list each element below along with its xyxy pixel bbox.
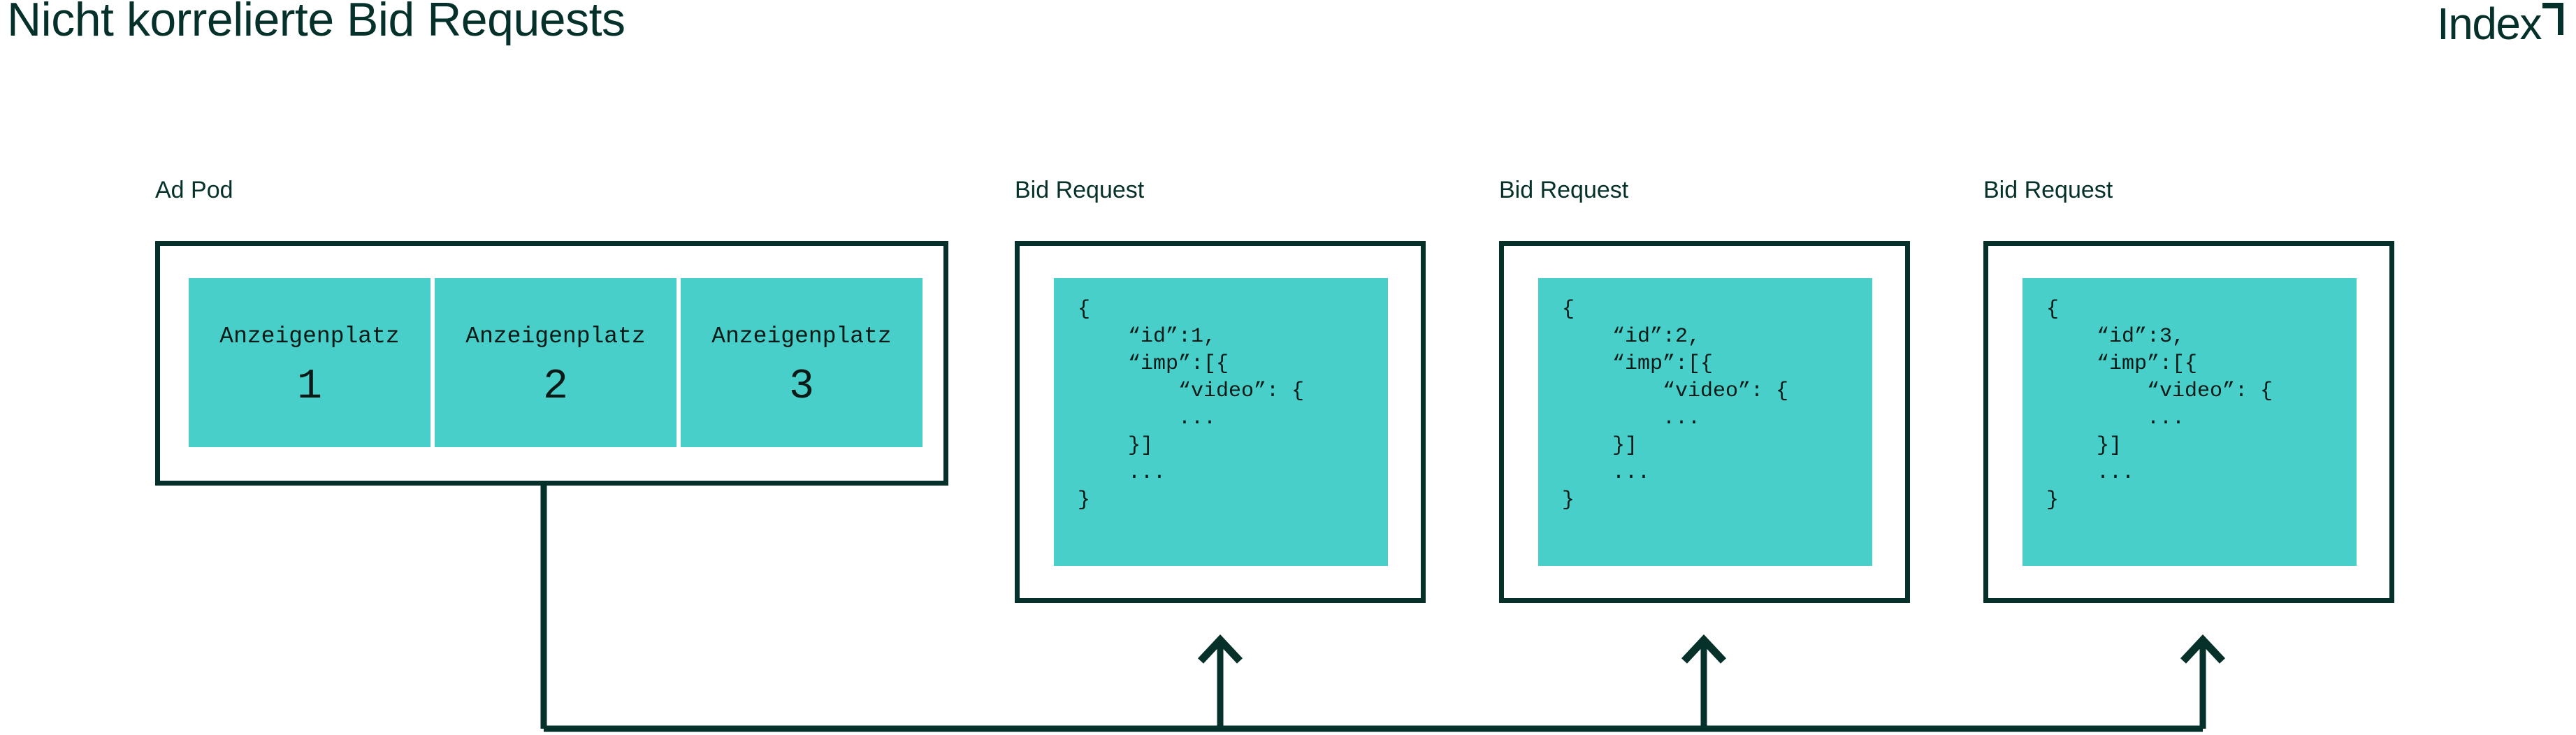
arrow-head-2 (1681, 634, 1727, 664)
ad-slot-2-number: 2 (542, 363, 568, 411)
ad-slot-3-number: 3 (788, 363, 814, 411)
index-logo-wordmark: Index (2436, 0, 2542, 49)
bid-request-2-label: Bid Request (1499, 177, 1629, 203)
ad-slot-1[interactable]: Anzeigenplatz 1 (189, 278, 430, 447)
ad-slot-2-name: Anzeigenplatz (465, 323, 646, 349)
ad-slot-1-name: Anzeigenplatz (219, 323, 400, 349)
ad-slot-3[interactable]: Anzeigenplatz 3 (681, 278, 922, 447)
bid-request-1-label: Bid Request (1015, 177, 1145, 203)
ad-slot-2[interactable]: Anzeigenplatz 2 (435, 278, 676, 447)
bid-request-3-json: { “id”:3, “imp”:[{ “video”: { ... }] ...… (2023, 278, 2357, 566)
page-title: Nicht korrelierte Bid Requests (7, 0, 625, 46)
bid-request-3-label: Bid Request (1983, 177, 2113, 203)
ad-pod-label: Ad Pod (155, 177, 233, 203)
ad-slot-3-name: Anzeigenplatz (711, 323, 892, 349)
bid-request-2-json: { “id”:2, “imp”:[{ “video”: { ... }] ...… (1538, 278, 1872, 566)
arrow-head-3 (2180, 634, 2226, 664)
bid-request-1-json: { “id”:1, “imp”:[{ “video”: { ... }] ...… (1054, 278, 1388, 566)
ad-pod-slot-list: Anzeigenplatz 1 Anzeigenplatz 2 Anzeigen… (189, 278, 922, 447)
index-logo: Index (2437, 1, 2563, 46)
arrow-head-1 (1197, 634, 1243, 664)
corner-bracket-icon (2542, 3, 2563, 35)
ad-slot-1-number: 1 (296, 363, 322, 411)
